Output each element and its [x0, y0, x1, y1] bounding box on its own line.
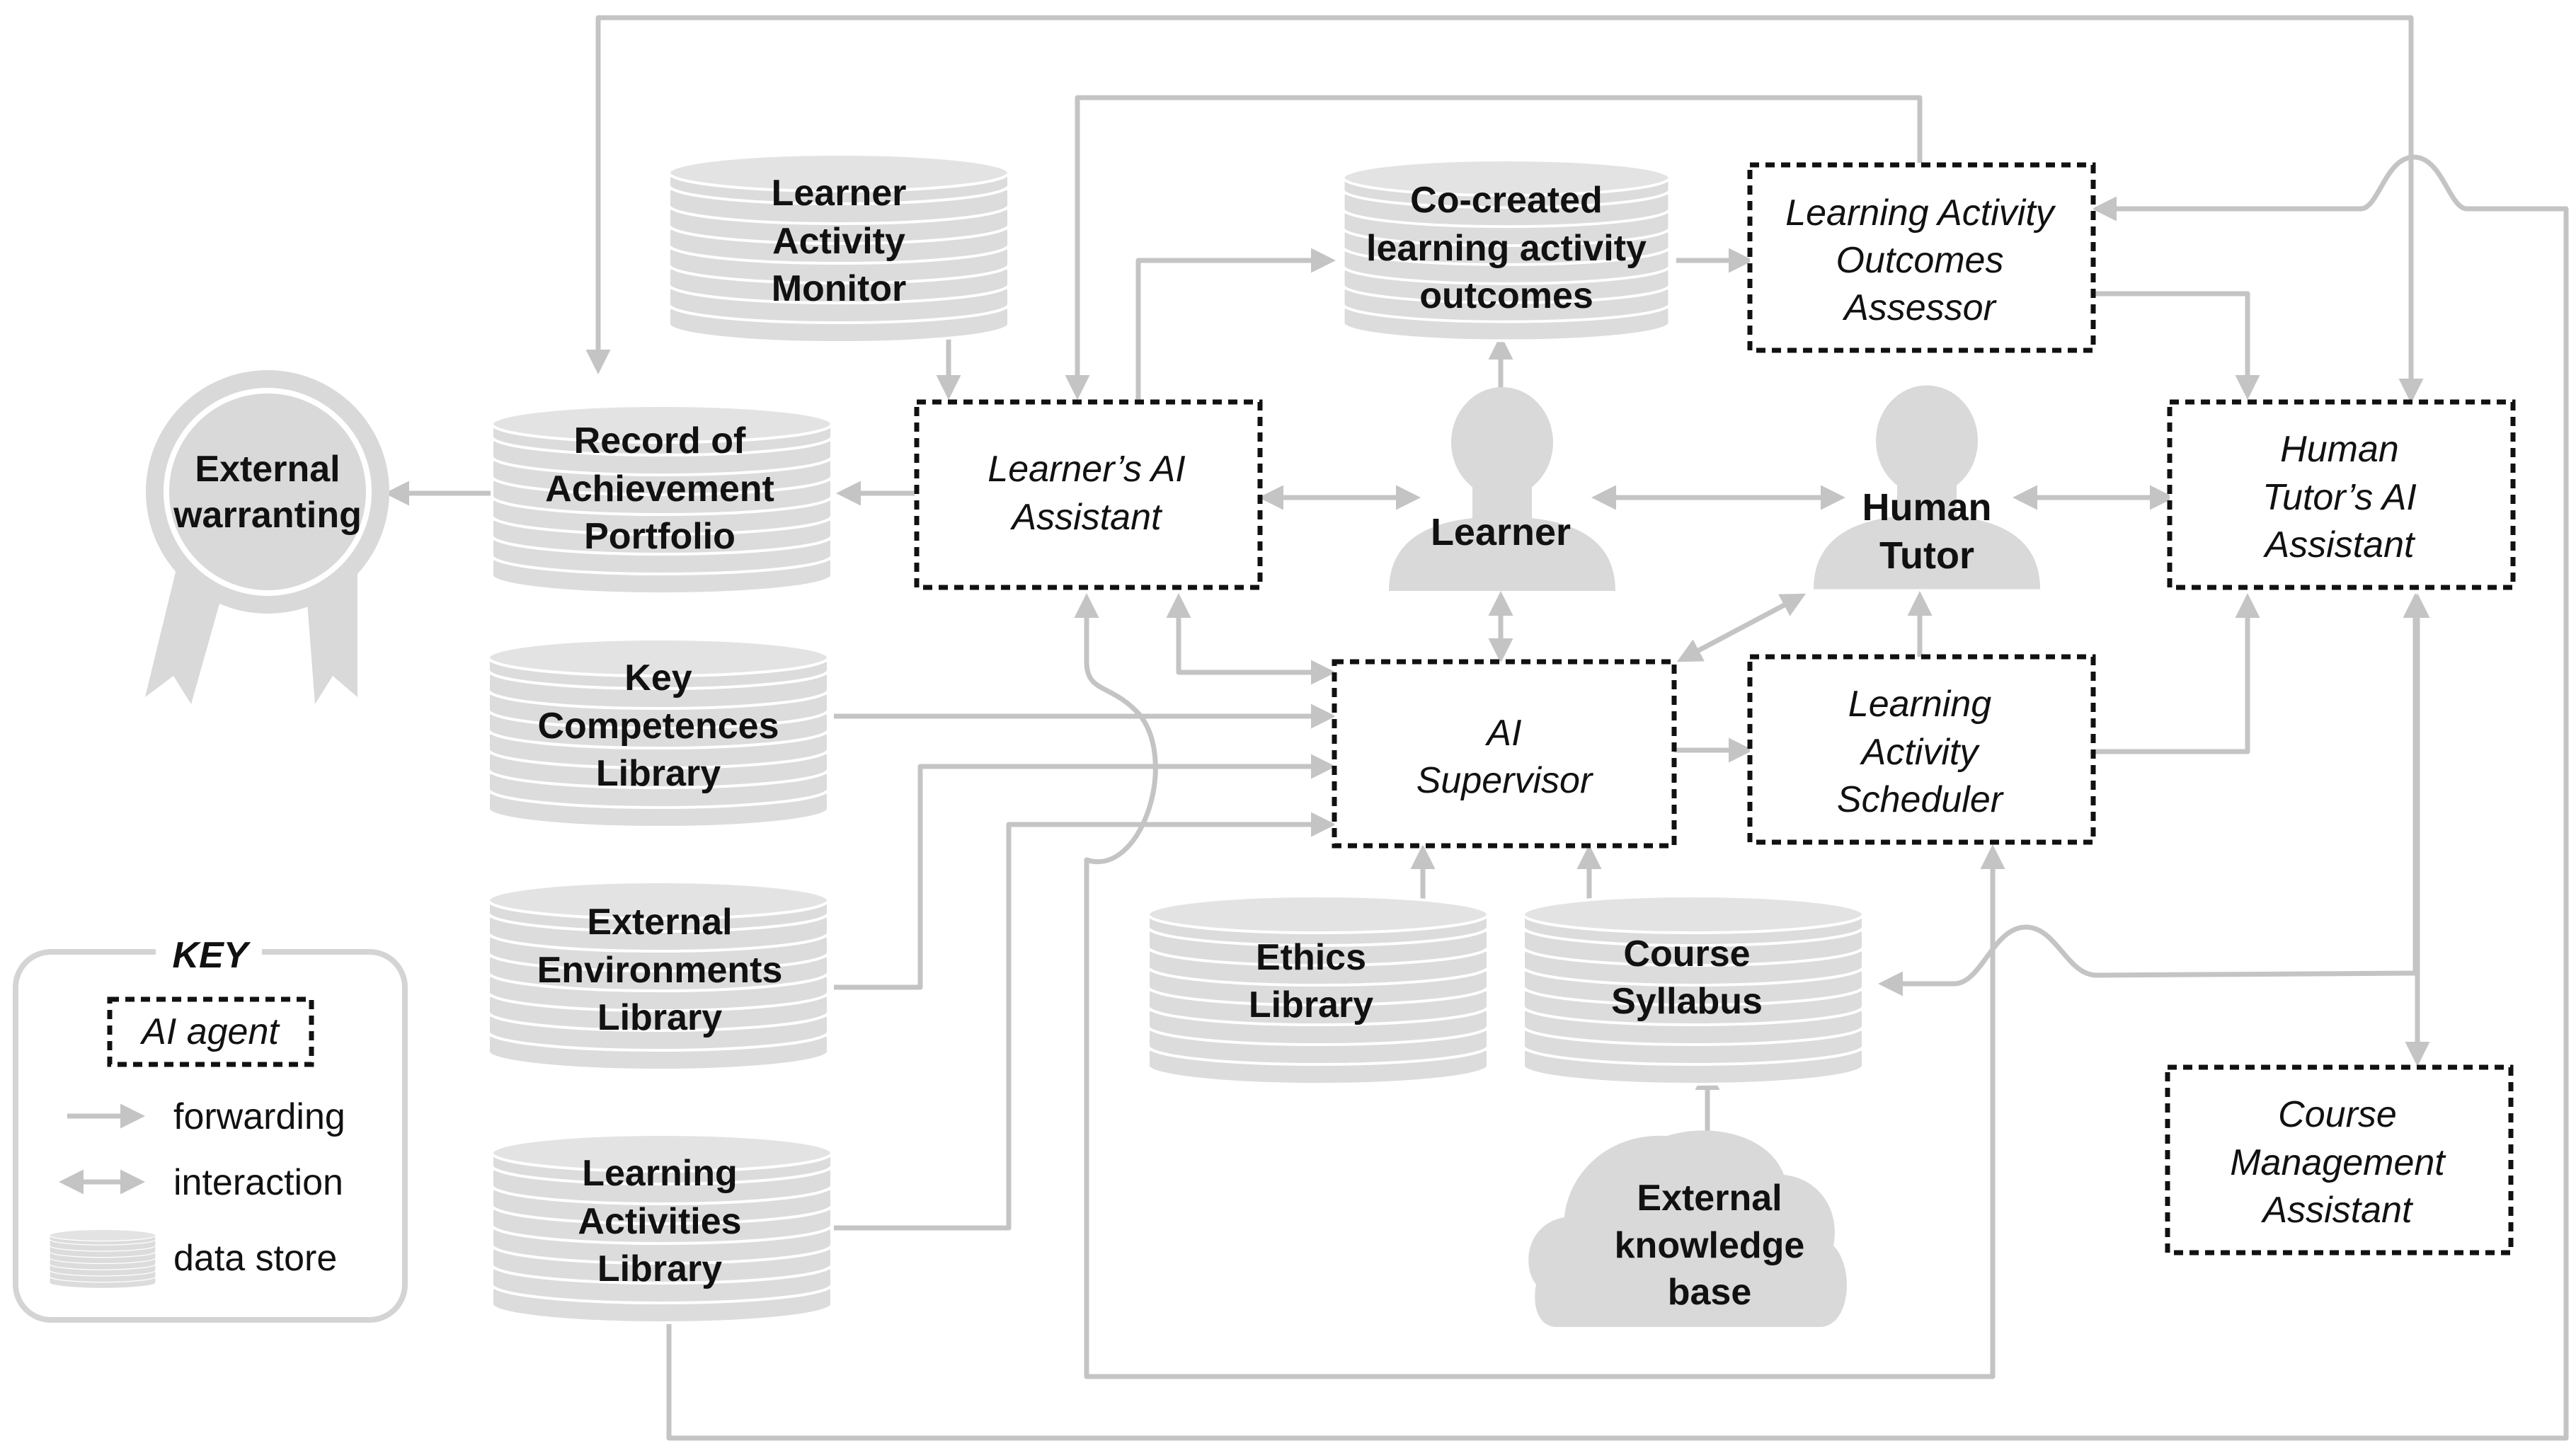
connectors: [384, 15, 2569, 1441]
agent-learners-ai-assistant: Learner’s AI Assistant: [914, 399, 1263, 590]
store-label-line: Activity: [772, 221, 905, 262]
agent-human-tutors-ai-assistant: Human Tutor’s AI Assistant: [2167, 399, 2516, 590]
store-label-line: Ethics: [1256, 937, 1366, 978]
agent-label-line: Learner’s AI: [988, 449, 1185, 490]
agent-label-line: Management: [2230, 1142, 2446, 1183]
store-label-line: Library: [597, 1248, 722, 1289]
learner-person-icon: [1389, 387, 1615, 591]
interaction-supervisor-tutor-arrow: [1676, 593, 1807, 662]
agent-label-line: Tutor’s AI: [2262, 477, 2417, 518]
interaction-tutor-assistant-syllabus-arrow: [1878, 593, 2428, 996]
forward-scheduler-to-tutor-assistant-arrow: [2094, 593, 2260, 754]
agent-label-line: Assessor: [1842, 287, 1998, 328]
agent-label-line: Assistant: [2261, 1190, 2415, 1231]
data-store-record-of-achievement: Record of Achievement Portfolio: [491, 404, 833, 595]
store-label-line: Library: [1249, 984, 1373, 1025]
legend-ai-agent-label: AI agent: [139, 1011, 280, 1052]
legend: KEY AI agent forwarding interaction data…: [13, 933, 408, 1323]
forward-top-loop-arrow: [585, 15, 2424, 403]
forward-assessor-to-tutor-assistant-arrow: [2094, 291, 2260, 400]
agent-label-line: Outcomes: [1836, 240, 2004, 281]
interaction-assistant-supervisor-arrow: [1166, 593, 1336, 685]
legend-interaction-label: interaction: [173, 1162, 343, 1203]
agent-ai-supervisor: AI Supervisor: [1332, 659, 1677, 849]
store-label-line: Syllabus: [1611, 981, 1763, 1022]
agent-label-line: Course: [2278, 1094, 2397, 1135]
agent-label-line: Human: [2280, 429, 2399, 470]
store-label-line: Record of: [574, 420, 746, 461]
store-label-line: External: [587, 902, 732, 943]
data-store-learning-activities-library: Learning Activities Library: [491, 1133, 833, 1324]
store-label-line: Competences: [538, 706, 779, 747]
data-store-co-created-outcomes: Co-created learning activity outcomes: [1341, 159, 1671, 343]
data-store-course-syllabus: Course Syllabus: [1522, 895, 1865, 1086]
agent-label-line: Learning Activity: [1785, 193, 2056, 234]
legend-ai-agent-box: [107, 996, 314, 1067]
person-label: Learner: [1431, 511, 1571, 553]
legend-data-store-icon: [49, 1229, 156, 1289]
store-label-line: Learner: [772, 173, 907, 214]
cloud-icon: [1528, 1130, 1847, 1327]
agent-label-line: Scheduler: [1837, 779, 2005, 820]
store-label-line: Monitor: [772, 268, 907, 309]
forward-bottom-loop-to-learner-assistant-arrow: [1074, 593, 2005, 1379]
agent-label-line: Assistant: [2263, 524, 2417, 565]
warranting-label-line: warranting: [173, 495, 362, 536]
store-label-line: learning activity: [1366, 228, 1647, 269]
store-label-line: Achievement: [545, 469, 774, 510]
warranting-label-line: External: [195, 449, 340, 490]
data-store-external-environments: External Environments Library: [487, 880, 830, 1071]
knowledge-base-label-line: External: [1637, 1178, 1782, 1219]
data-store-key-competences: Key Competences Library: [487, 638, 830, 829]
store-label-line: Course: [1623, 933, 1750, 975]
store-label-line: Co-created: [1410, 180, 1603, 221]
agent-label-line: Supervisor: [1416, 760, 1594, 801]
agent-label-line: AI: [1484, 713, 1521, 754]
store-label-line: outcomes: [1419, 275, 1593, 316]
store-label-line: Environments: [537, 950, 783, 991]
forward-assessor-to-learner-assistant-arrow: [1065, 95, 1923, 400]
legend-data-store-label: data store: [173, 1238, 337, 1279]
external-warranting-rosette: External warranting: [145, 370, 389, 704]
agent-learning-activity-scheduler: Learning Activity Scheduler: [1747, 654, 2096, 845]
agent-label-line: Activity: [1860, 732, 1981, 773]
person-human-tutor: Human Tutor: [1814, 385, 2040, 590]
legend-title: KEY: [173, 935, 251, 976]
agent-label-line: Assistant: [1010, 497, 1164, 538]
data-store-learner-activity-monitor: Learner Activity Monitor: [668, 153, 1010, 344]
agent-label-line: Learning: [1848, 684, 1991, 725]
person-label: Human: [1862, 486, 1991, 529]
ribbon-icon: [145, 566, 230, 704]
agent-outcomes-assessor: Learning Activity Outcomes Assessor: [1747, 162, 2096, 353]
forward-learner-assistant-to-outcomes-arrow: [1135, 248, 1336, 400]
rosette-icon: [146, 370, 389, 614]
store-label-line: Activities: [578, 1201, 741, 1242]
store-label-line: Library: [596, 753, 721, 794]
agent-course-management-assistant: Course Management Assistant: [2165, 1064, 2514, 1255]
forward-activities-outer-loop: [666, 1161, 2569, 1441]
store-label-line: Key: [624, 657, 692, 699]
person-label: Tutor: [1879, 534, 1974, 577]
store-label-line: Portfolio: [584, 516, 735, 557]
legend-forwarding-label: forwarding: [173, 1096, 345, 1137]
knowledge-base-label-line: knowledge: [1615, 1225, 1805, 1266]
store-label-line: Library: [597, 997, 722, 1038]
person-learner: Learner: [1389, 387, 1615, 591]
forward-right-loop-to-assessor-arrow: [2092, 154, 2569, 1164]
external-knowledge-base-cloud: External knowledge base: [1528, 1130, 1847, 1327]
store-label-line: Learning: [582, 1153, 738, 1194]
knowledge-base-label-line: base: [1668, 1272, 1752, 1313]
data-store-ethics-library: Ethics Library: [1147, 895, 1489, 1086]
